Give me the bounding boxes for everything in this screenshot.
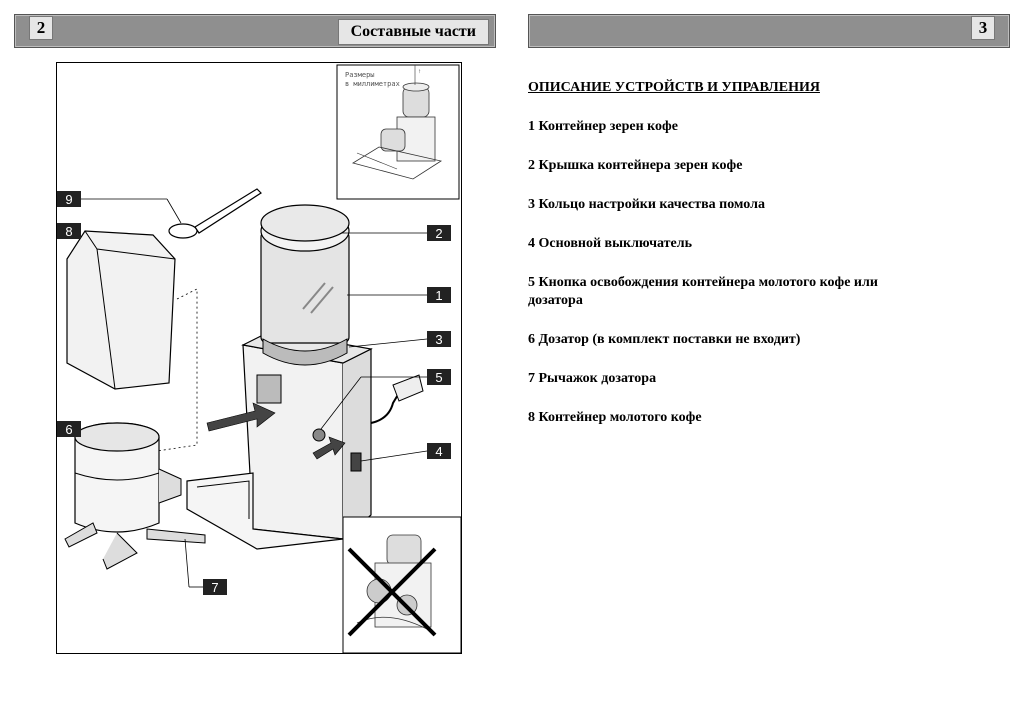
- description-item: 4 Основной выключатель: [528, 236, 692, 251]
- svg-text:2: 2: [435, 226, 442, 241]
- description-item: 5 Кнопка освобождения контейнера молотог…: [528, 275, 878, 308]
- callout-4: 4: [360, 443, 451, 462]
- inset-note-line2: в миллиметрах: [345, 80, 400, 88]
- callout-2: 2: [341, 225, 451, 241]
- doser: [64, 422, 206, 570]
- ground-coffee-container: [66, 230, 176, 390]
- inset-note-line1: Размеры: [345, 71, 375, 79]
- callout-3: 3: [348, 331, 451, 348]
- svg-text:5: 5: [435, 370, 442, 385]
- svg-text:8: 8: [65, 224, 72, 239]
- bean-container: [260, 204, 350, 366]
- description-item: 6 Дозатор (в комплект поставки не входит…: [528, 332, 801, 347]
- left-page-header: 2 Составные части: [14, 14, 496, 48]
- right-page-header: 3: [528, 14, 1010, 48]
- parts-diagram: Размеры в миллиметрах ↑: [56, 62, 462, 654]
- device-description: ОПИСАНИЕ УСТРОЙСТВ И УПРАВЛЕНИЯ 1 Контей…: [528, 80, 928, 448]
- direction-arrows: [206, 402, 346, 460]
- right-page-number: 3: [971, 16, 995, 40]
- section-title: Составные части: [337, 19, 489, 45]
- left-page-number: 2: [29, 16, 53, 40]
- callout-6: 6: [57, 421, 81, 437]
- grinder-body: [186, 330, 424, 550]
- dimensions-inset: Размеры в миллиметрах ↑: [336, 64, 460, 200]
- description-item: 1 Контейнер зерен кофе: [528, 119, 678, 134]
- child-warning-inset: [342, 516, 461, 653]
- svg-text:7: 7: [211, 580, 218, 595]
- svg-text:3: 3: [435, 332, 442, 347]
- description-item: 8 Контейнер молотого кофе: [528, 410, 702, 425]
- svg-text:1: 1: [435, 288, 442, 303]
- svg-text:6: 6: [65, 422, 72, 437]
- description-item: 7 Рычажок дозатора: [528, 371, 657, 386]
- svg-text:↑: ↑: [418, 69, 421, 75]
- callout-9: 9: [57, 191, 182, 224]
- callout-8: 8: [57, 223, 81, 239]
- description-item: 3 Кольцо настройки качества помола: [528, 197, 765, 212]
- callout-7: 7: [184, 538, 227, 595]
- svg-text:9: 9: [65, 192, 72, 207]
- svg-text:4: 4: [435, 444, 442, 459]
- description-title: ОПИСАНИЕ УСТРОЙСТВ И УПРАВЛЕНИЯ: [528, 80, 820, 95]
- grinder-illustration: Размеры в миллиметрах ↑: [57, 64, 461, 653]
- callout-1: 1: [347, 287, 451, 303]
- description-item: 2 Крышка контейнера зерен кофе: [528, 158, 743, 173]
- scoop: [168, 188, 262, 239]
- callout-5: 5: [320, 369, 451, 430]
